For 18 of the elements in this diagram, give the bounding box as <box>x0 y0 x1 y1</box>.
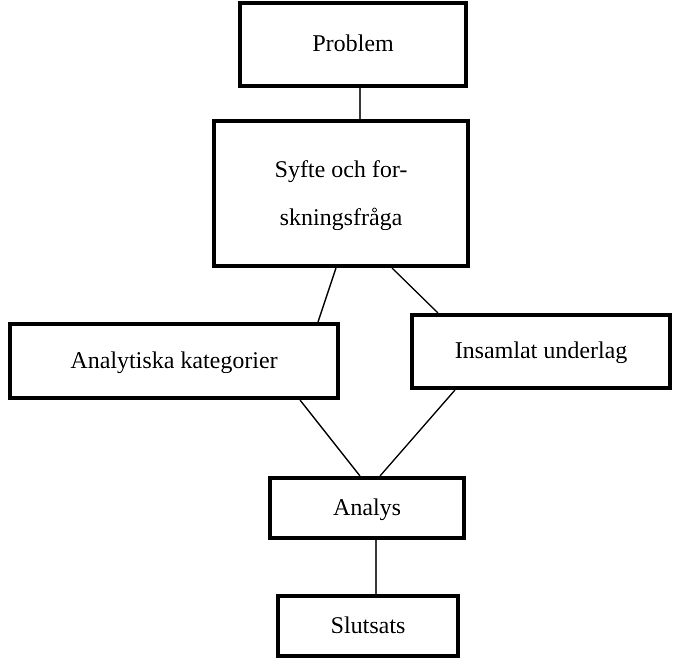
process-box <box>8 322 340 400</box>
connector-line <box>317 268 337 322</box>
process-box <box>268 476 466 540</box>
box-label: Slutsats <box>330 612 406 640</box>
process-box <box>276 594 460 658</box>
connector-line <box>375 540 377 594</box>
box-label: Insamlat underlag <box>454 337 628 366</box>
process-box <box>212 119 470 268</box>
process-box <box>410 313 672 390</box>
connector-line <box>299 400 361 476</box>
box-label: Problem <box>311 30 395 59</box>
box-label: Analys <box>332 494 402 522</box>
connector-line <box>379 390 456 476</box>
process-box <box>238 1 468 88</box>
connector-line <box>359 88 361 119</box>
connector-line <box>391 267 439 314</box>
box-label: Syfte och for- skningsfråga <box>274 156 408 232</box>
box-label: Analytiska kategorier <box>69 346 279 376</box>
